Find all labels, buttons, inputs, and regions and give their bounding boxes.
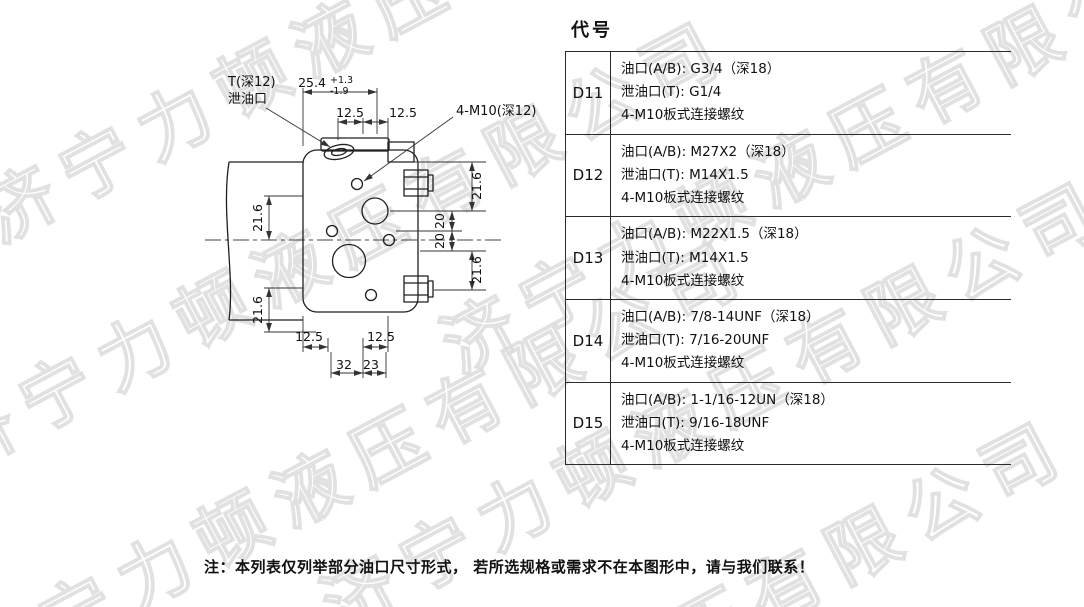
row-code: D13	[566, 217, 611, 299]
dim-top-offset-right: 12.5	[389, 105, 417, 120]
side-fitting-lower	[403, 275, 429, 303]
dim-bottom-23: 23	[363, 357, 379, 372]
housing-break-lines	[225, 161, 303, 321]
table-row: D11 油口(A/B): G3/4（深18） 泄油口(T): G1/4 4-M1…	[566, 52, 1011, 135]
table-body: D11 油口(A/B): G3/4（深18） 泄油口(T): G1/4 4-M1…	[565, 51, 1011, 466]
desc-line: 4-M10板式连接螺纹	[621, 355, 745, 372]
side-fitting-upper-tip	[427, 174, 434, 192]
mounting-hole	[364, 288, 378, 302]
side-fitting-upper	[403, 169, 429, 197]
dim-top-tol-plus: +1.3	[330, 75, 353, 86]
dim-left-upper: 21.6	[250, 204, 265, 232]
t-port-ellipse-inner	[330, 147, 348, 157]
footer-note: 注：本列表仅列举部分油口尺寸形式， 若所选规格或需求不在本图形中，请与我们联系！	[204, 558, 815, 576]
dim-top-offset-left: 12.5	[336, 105, 364, 120]
port-a-circle	[361, 197, 389, 225]
dim-right-20b: 20	[432, 233, 447, 249]
dim-bottom-32: 32	[336, 357, 352, 372]
dim-right-lower: 21.6	[469, 256, 484, 284]
row-code: D14	[566, 299, 611, 382]
mounting-hole	[325, 224, 339, 238]
table-header: 代号	[571, 20, 613, 41]
table-row: D14 油口(A/B): 7/8-14UNF（深18） 泄油口(T): 7/16…	[566, 299, 1011, 383]
side-fitting-lower-tip	[427, 280, 434, 298]
dimension-lines	[265, 89, 475, 376]
bolt-pattern-label: 4-M10(深12)	[456, 104, 536, 119]
desc-line: 4-M10板式连接螺纹	[621, 438, 745, 455]
dim-right-20a: 20	[432, 213, 447, 229]
desc-line: 油口(A/B): 1-1/16-12UN（深18）	[621, 391, 834, 408]
row-code: D11	[566, 52, 611, 134]
desc-line: 油口(A/B): G3/4（深18）	[621, 61, 781, 77]
row-description: 油口(A/B): G3/4（深18） 泄油口(T): G1/4 4-M10板式连…	[611, 52, 1011, 134]
desc-line: 4-M10板式连接螺纹	[621, 190, 745, 207]
desc-line: 泄油口(T): G1/4	[621, 84, 722, 101]
desc-line: 4-M10板式连接螺纹	[621, 272, 745, 289]
dim-left-lower: 21.6	[250, 296, 265, 324]
table-row: D15 油口(A/B): 1-1/16-12UN（深18） 泄油口(T): 9/…	[566, 382, 1011, 466]
dim-top-tol-minus: -1.9	[330, 86, 349, 97]
desc-line: 泄油口(T): M14X1.5	[621, 166, 749, 183]
mounting-hole	[382, 233, 396, 247]
dim-right-upper: 21.6	[469, 172, 484, 200]
extension-line-set	[264, 88, 486, 378]
extension-lines	[264, 88, 486, 378]
row-description: 油口(A/B): 1-1/16-12UN（深18） 泄油口(T): 9/16-1…	[611, 383, 1011, 465]
technical-drawing: T(深12) 泄油口 4-M10(深12) 25.4 +1.3 -1.9 12.…	[205, 75, 536, 378]
t-port-leader-line	[265, 107, 331, 148]
mounting-hole	[350, 177, 364, 191]
row-code: D12	[566, 134, 611, 217]
desc-line: 油口(A/B): 7/8-14UNF（深18）	[621, 308, 820, 325]
dim-bottom-12-5-right: 12.5	[367, 329, 395, 344]
fitting-hex-lines	[404, 176, 428, 296]
desc-line: 泄油口(T): M14X1.5	[621, 249, 749, 266]
top-tab	[320, 137, 390, 152]
row-description: 油口(A/B): M22X1.5（深18） 泄油口(T): M14X1.5 4-…	[611, 217, 1011, 299]
row-description: 油口(A/B): M27X2（深18） 泄油口(T): M14X1.5 4-M1…	[611, 135, 1011, 217]
corner-block	[387, 141, 415, 163]
desc-line: 泄油口(T): 9/16-18UNF	[621, 414, 770, 431]
bolt-leader-line	[363, 116, 454, 182]
dim-top-width: 25.4	[298, 75, 326, 90]
desc-line: 泄油口(T): 7/16-20UNF	[621, 332, 770, 349]
table-row: D12 油口(A/B): M27X2（深18） 泄油口(T): M14X1.5 …	[566, 134, 1011, 218]
desc-line: 油口(A/B): M22X1.5（深18）	[621, 226, 808, 243]
desc-line: 4-M10板式连接螺纹	[621, 107, 745, 124]
drain-port-label-line1: T(深12)	[227, 75, 276, 90]
port-spec-table: 代号 D11 油口(A/B): G3/4（深18） 泄油口(T): G1/4 4…	[565, 14, 1011, 466]
dim-bottom-12-5-left: 12.5	[295, 329, 323, 344]
table-row: D13 油口(A/B): M22X1.5（深18） 泄油口(T): M14X1.…	[566, 217, 1011, 300]
drain-port-label-line2: 泄油口	[228, 92, 267, 107]
port-b-circle	[331, 243, 367, 279]
t-port-ellipse-outer	[323, 143, 355, 161]
desc-line: 油口(A/B): M27X2（深18）	[621, 143, 795, 160]
row-description: 油口(A/B): 7/8-14UNF（深18） 泄油口(T): 7/16-20U…	[611, 300, 1011, 382]
row-code: D15	[566, 382, 611, 465]
